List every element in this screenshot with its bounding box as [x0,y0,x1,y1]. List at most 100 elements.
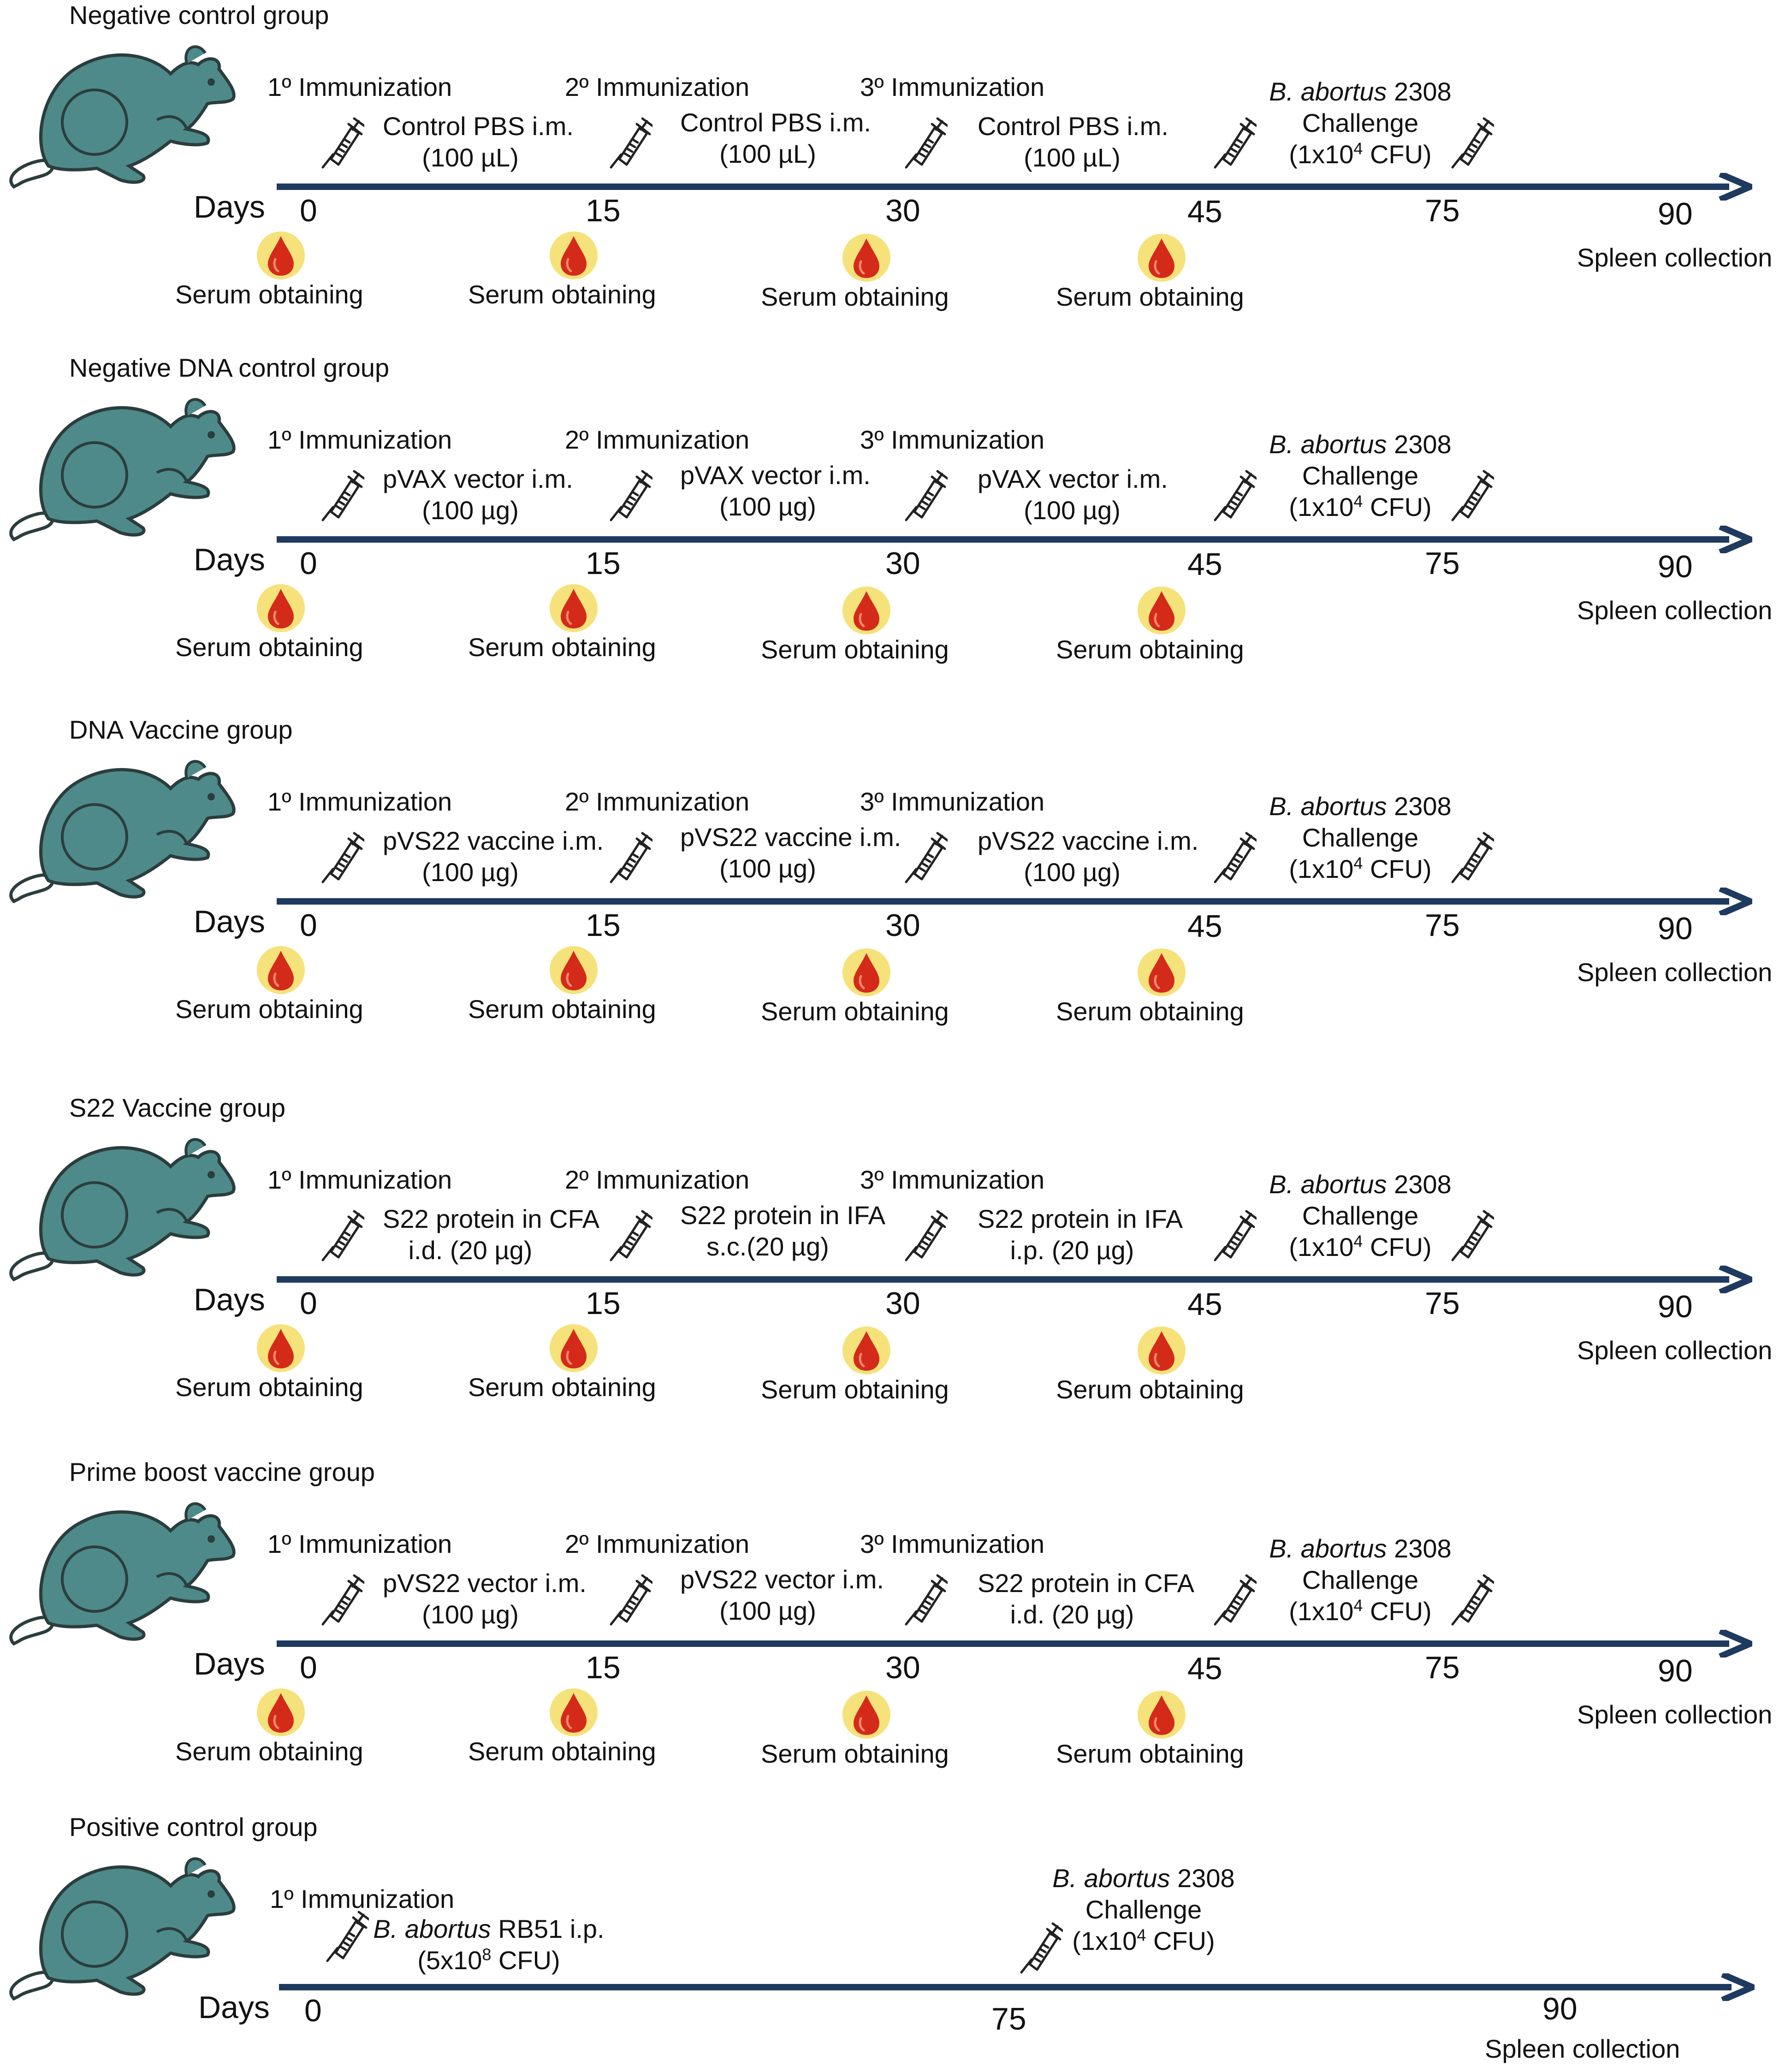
day-tick: 15 [586,193,621,228]
serum-label: Serum obtaining [175,1737,363,1766]
blood-drop-icon [256,945,306,995]
syringe-icon [602,823,652,888]
syringe-icon [1443,461,1494,526]
immunization-1-label: 1º Immunization [267,72,452,101]
immunization-1-label: 1º Immunization [267,425,452,454]
blood-drop-icon [842,586,891,635]
day-tick: 15 [586,1286,621,1321]
day-tick: 0 [304,1993,322,2028]
day-tick: 0 [300,193,317,228]
group-title: Prime boost vaccine group [69,1457,375,1486]
group-title: Positive control group [69,1812,318,1841]
serum-label: Serum obtaining [761,1375,949,1404]
blood-drop-icon [842,1326,891,1375]
dose-2-label: pVS22 vaccine i.m.(100 µg) [680,823,901,883]
syringe-icon [314,1201,364,1266]
blood-drop-icon [256,1323,306,1373]
blood-drop-icon [1137,1690,1186,1740]
mouse-icon [5,1840,244,2006]
day-tick: 90 [1658,1289,1693,1324]
group-title: Negative control group [69,0,329,30]
immunization-1-label: 1º Immunization [267,1529,452,1558]
syringe-icon [602,1565,652,1630]
spleen-label: Spleen collection [1577,1336,1773,1365]
syringe-icon [314,461,364,526]
immunization-2-label: 2º Immunization [565,72,750,101]
day-tick: 0 [300,908,317,943]
dose-2-label: Control PBS i.m.(100 µL) [680,108,871,168]
dose-2-label: pVAX vector i.m.(100 µg) [680,461,871,521]
serum-label: Serum obtaining [761,1739,949,1768]
day-tick: 90 [1658,549,1693,584]
syringe-icon [897,108,948,173]
mouse-icon [5,742,244,908]
syringe-icon [1443,1565,1494,1630]
days-label: Days [194,542,265,577]
day-tick: 30 [885,1286,920,1321]
day-tick: 75 [1425,1650,1460,1685]
syringe-icon [897,461,948,526]
syringe-icon [897,823,948,888]
serum-label: Serum obtaining [1056,997,1244,1026]
group-title: S22 Vaccine group [69,1093,286,1122]
serum-label: Serum obtaining [175,280,363,309]
serum-label: Serum obtaining [175,633,363,662]
blood-drop-icon [256,583,306,633]
timeline-arrow [277,526,1752,553]
serum-label: Serum obtaining [1056,1739,1244,1768]
dose-2-label: pVS22 vector i.m.(100 µg) [680,1565,884,1625]
serum-label: Serum obtaining [468,995,656,1024]
immunization-1-label: 1º Immunization [270,1884,455,1913]
group-panel: S22 Vaccine group 1º Immunization 2º Imm… [0,1093,1779,1434]
day-tick: 45 [1187,1651,1222,1686]
challenge-label: B. abortus 2308 Challenge (1x104 CFU) [1269,77,1452,169]
serum-label: Serum obtaining [468,280,656,309]
day-tick: 75 [1425,1286,1460,1321]
day-tick: 45 [1187,194,1222,229]
day-tick: 15 [586,908,621,943]
syringe-icon [602,461,652,526]
syringe-icon [1206,461,1257,526]
syringe-icon [318,1902,369,1966]
group-panel: Negative DNA control group 1º Immunizati… [0,353,1779,694]
blood-drop-icon [842,233,891,283]
mouse-icon [5,1120,244,1286]
day-tick: 75 [1425,546,1460,581]
spleen-label: Spleen collection [1577,596,1773,625]
challenge-label: B. abortus 2308 Challenge (1x104 CFU) [1052,1864,1235,1955]
syringe-icon [1206,1565,1257,1630]
group-title: DNA Vaccine group [69,715,293,744]
syringe-icon [1206,1201,1257,1266]
blood-drop-icon [1137,1326,1186,1375]
group-panel: Prime boost vaccine group 1º Immunizatio… [0,1457,1779,1798]
day-tick: 15 [586,546,621,581]
day-tick: 0 [300,1650,317,1685]
day-tick: 15 [586,1650,621,1685]
days-label: Days [194,904,265,939]
immunization-2-label: 2º Immunization [565,1529,750,1558]
timeline-arrow [277,1630,1752,1658]
spleen-label: Spleen collection [1577,958,1773,987]
blood-drop-icon [256,1687,306,1737]
day-tick: 75 [1425,193,1460,228]
serum-label: Serum obtaining [468,1737,656,1766]
day-tick: 90 [1658,911,1693,946]
immunization-1-label: 1º Immunization [267,787,452,816]
day-tick: 30 [885,546,920,581]
blood-drop-icon [256,231,306,280]
serum-label: Serum obtaining [761,997,949,1026]
immunization-2-label: 2º Immunization [565,1165,750,1194]
timeline-arrow [277,1266,1752,1293]
blood-drop-icon [549,945,599,995]
challenge-label: B. abortus 2308 Challenge (1x104 CFU) [1269,430,1452,521]
serum-label: Serum obtaining [1056,1375,1244,1404]
spleen-label: Spleen collection [1577,1700,1773,1729]
days-label: Days [198,1990,270,2025]
day-tick: 75 [1425,908,1460,943]
dose-1-label: pVS22 vector i.m.(100 µg) [383,1569,587,1629]
dose-3-label: pVS22 vaccine i.m.(100 µg) [978,826,1199,887]
immunization-3-label: 3º Immunization [860,1165,1045,1194]
blood-drop-icon [842,947,891,997]
days-label: Days [194,189,265,225]
